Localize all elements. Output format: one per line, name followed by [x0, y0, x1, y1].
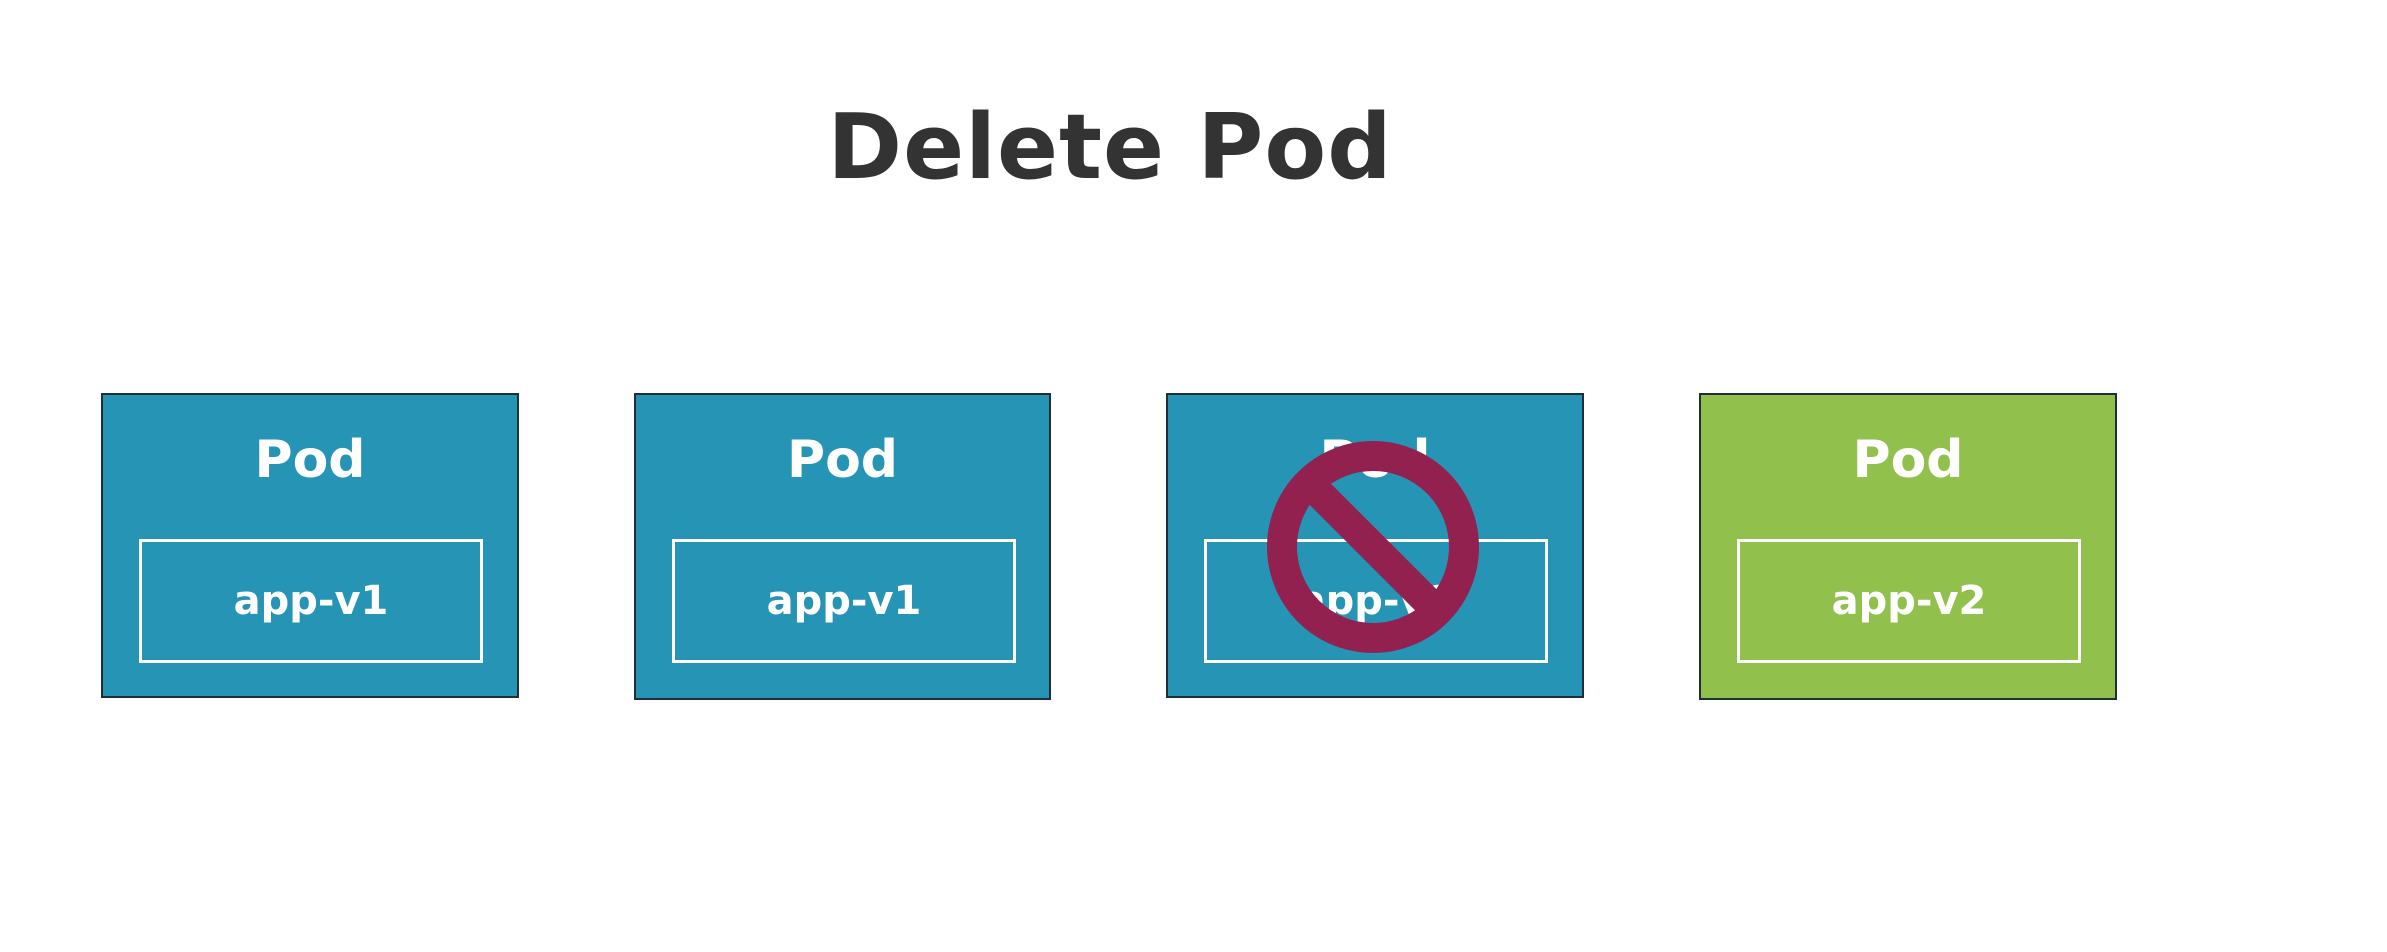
container-label: app-v1	[233, 578, 389, 624]
container-box: app-v2	[1737, 539, 2081, 663]
container-box: app-v1	[672, 539, 1016, 663]
pod-label: Pod	[786, 430, 899, 490]
pod-1: Pod app-v1	[101, 393, 519, 698]
pod-label: Pod	[1852, 430, 1964, 490]
container-label: app-v1	[766, 578, 922, 624]
prohibited-icon	[1267, 441, 1479, 653]
page-title: Delete Pod	[827, 95, 1393, 200]
container-box: app-v1	[139, 539, 483, 663]
pod-2: Pod app-v1	[634, 393, 1051, 700]
container-label: app-v2	[1831, 578, 1987, 624]
pod-label: Pod	[254, 430, 366, 490]
pod-4: Pod app-v2	[1699, 393, 2117, 700]
